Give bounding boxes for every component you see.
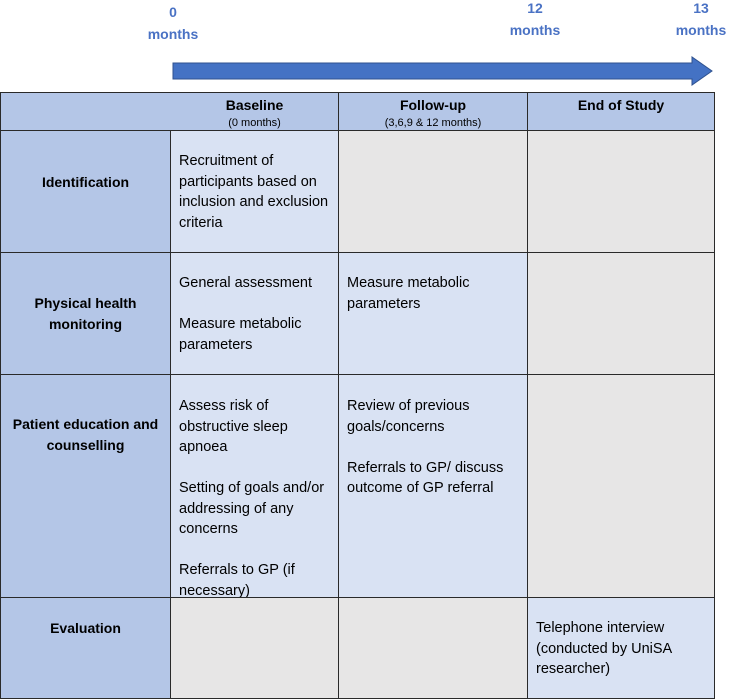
header-baseline: Baseline (0 months) [0, 92, 339, 131]
row-label-line1: Patient education and [12, 416, 159, 432]
row-label-patient-education: Patient education and counselling [0, 374, 171, 598]
timeline-start-value: 0 [169, 4, 177, 20]
header-followup: Follow-up (3,6,9 & 12 months) [338, 92, 528, 131]
cell-text: Recruitment of participants based on inc… [179, 153, 329, 231]
timeline-start-label: 0 months [140, 1, 206, 45]
cell-identification-baseline: Recruitment of participants based on inc… [170, 130, 339, 253]
cell-patient-education-followup: Review of previous goals/concerns Referr… [338, 374, 528, 598]
cell-evaluation-end: Telephone interview (conducted by UniSA … [527, 597, 715, 699]
header-followup-title: Follow-up [399, 97, 467, 113]
cell-patient-education-end [527, 374, 715, 598]
cell-text: Assess risk of obstructive sleep apnoea [179, 398, 288, 455]
timeline-end-label: 13 months [668, 0, 729, 41]
cell-text: Measure metabolic parameters [347, 275, 470, 312]
cell-physical-health-end [527, 252, 715, 375]
cell-identification-end [527, 130, 715, 253]
row-label-line2: counselling [46, 437, 125, 453]
cell-text: Measure metabolic parameters [179, 316, 302, 353]
row-label-text: Evaluation [50, 620, 121, 636]
row-label-line2: monitoring [48, 316, 123, 332]
cell-physical-health-baseline: General assessment Measure metabolic par… [170, 252, 339, 375]
cell-physical-health-followup: Measure metabolic parameters [338, 252, 528, 375]
row-label-text: Identification [41, 174, 130, 190]
cell-identification-followup [338, 130, 528, 253]
cell-text: Review of previous goals/concerns [347, 398, 470, 435]
header-end-title: End of Study [577, 97, 665, 113]
header-end-of-study: End of Study [527, 92, 715, 131]
timeline-mid-value: 12 [527, 0, 543, 16]
cell-text: Referrals to GP/ discuss outcome of GP r… [347, 459, 504, 497]
timeline-mid-unit: months [509, 22, 561, 38]
timeline-end-value: 13 [693, 0, 709, 16]
header-baseline-title: Baseline [225, 97, 284, 113]
cell-text: Telephone interview (conducted by UniSA … [536, 620, 672, 677]
timeline-end-unit: months [675, 22, 727, 38]
cell-evaluation-baseline [170, 597, 339, 699]
cell-text: Referrals to GP (if necessary) [179, 562, 295, 599]
timeline-arrow [172, 56, 713, 86]
row-label-evaluation: Evaluation [0, 597, 171, 699]
cell-evaluation-followup [338, 597, 528, 699]
cell-text: Setting of goals and/or addressing of an… [179, 480, 325, 537]
cell-text: General assessment [179, 275, 312, 291]
row-label-physical-health: Physical health monitoring [0, 252, 171, 375]
header-followup-subtitle: (3,6,9 & 12 months) [384, 117, 482, 129]
row-label-line1: Physical health [34, 295, 137, 311]
header-baseline-subtitle: (0 months) [228, 117, 281, 129]
timeline-mid-label: 12 months [500, 0, 570, 41]
timeline-start-unit: months [147, 26, 199, 42]
row-label-identification: Identification [0, 130, 171, 253]
cell-patient-education-baseline: Assess risk of obstructive sleep apnoea … [170, 374, 339, 599]
